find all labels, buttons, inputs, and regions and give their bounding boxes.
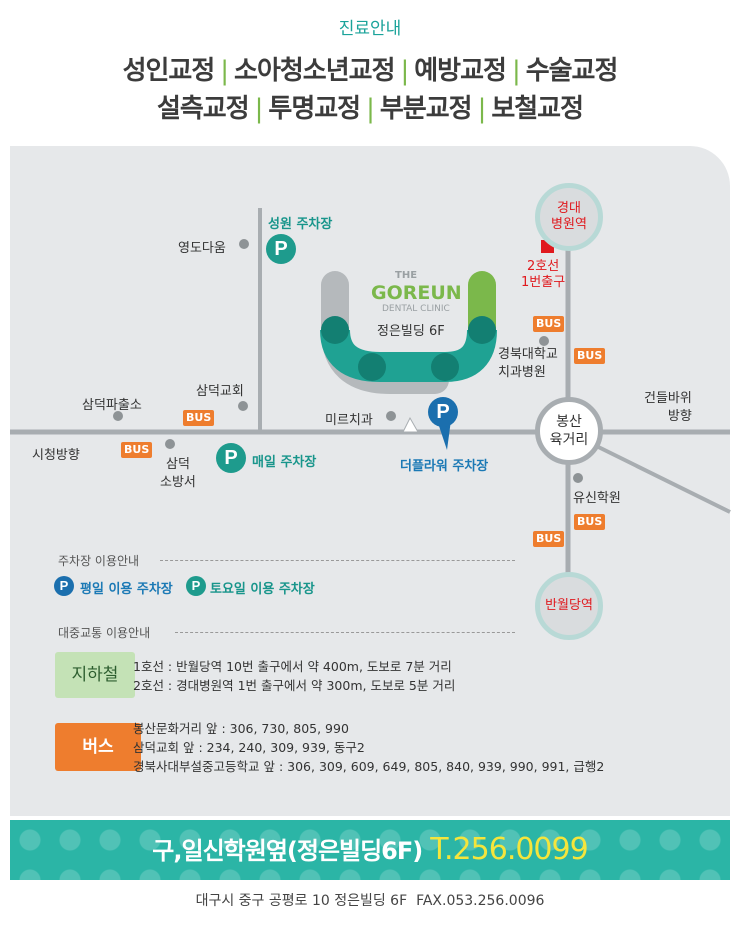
- bus-tag: 버스: [55, 723, 141, 771]
- service-item: 부분교정: [379, 94, 473, 124]
- transit-heading: 대중교통 이용안내: [58, 626, 151, 640]
- building-dot: [431, 353, 459, 381]
- place-label: 건들바위 방향: [644, 390, 692, 426]
- parking-icon: P: [54, 576, 74, 596]
- clinic-building-teal: [320, 328, 497, 382]
- bus-stop-badge: BUS: [574, 348, 606, 364]
- place-dot: [573, 473, 583, 483]
- service-item: 성인교정: [122, 56, 216, 86]
- footer-location: 구,일신학원옆(정은빌딩6F): [152, 837, 423, 865]
- building-dot: [321, 316, 349, 344]
- subway-line: 1호선 : 반월당역 10번 출구에서 약 400m, 도보로 7분 거리: [133, 659, 452, 674]
- intersection-label-line: 육거리: [549, 432, 589, 448]
- service-item: 소아청소년교정: [234, 56, 395, 86]
- separator: |: [366, 94, 375, 124]
- exit-label-line: 1번출구: [521, 275, 566, 290]
- building-dot: [468, 316, 496, 344]
- bus-line: 경북사대부설중고등학교 앞 : 306, 309, 609, 649, 805,…: [133, 759, 605, 774]
- banwoldang-station: 반월당역: [535, 572, 603, 640]
- station-label-line: 반월당역: [545, 598, 593, 613]
- bus-stop-badge: BUS: [121, 442, 153, 458]
- place-label-line: 치과병원: [498, 365, 546, 380]
- service-item: 투명교정: [268, 94, 361, 124]
- place-label: 영도다움: [178, 241, 226, 256]
- separator: |: [400, 56, 410, 86]
- seongwon-parking-label: 성원 주차장: [268, 217, 333, 232]
- station-label-line: 병원역: [551, 217, 587, 232]
- separator: |: [477, 94, 487, 124]
- place-label-line: 삼덕: [165, 457, 190, 472]
- bongsan-intersection: 봉산 육거리: [535, 397, 603, 465]
- place-dot: [165, 439, 175, 449]
- map-background: [10, 146, 730, 816]
- footer-phone[interactable]: T.256.0099: [430, 832, 588, 867]
- address-line: 대구시 중구 공평로 10 정은빌딩 6F FAX.053.256.0096: [0, 890, 740, 910]
- place-dot: [539, 336, 549, 346]
- parking-heading: 주차장 이용안내: [58, 554, 140, 568]
- separator: |: [511, 56, 521, 86]
- place-label-line: 방향: [667, 409, 692, 424]
- parking-icon: P: [216, 443, 246, 473]
- parking-icon: P: [186, 576, 206, 596]
- separator: |: [254, 94, 264, 124]
- bus-stop-badge: BUS: [574, 514, 606, 530]
- building-dot: [358, 353, 386, 381]
- place-label: 삼덕 소방서: [160, 456, 196, 492]
- place-label: 삼덕교회: [196, 384, 244, 399]
- station-label-line: 경대: [557, 201, 581, 216]
- subway-exit-label: 2호선 1번출구: [521, 259, 565, 291]
- subway-tag: 지하철: [55, 652, 135, 698]
- plaza-parking-label: 더플라워 주차장: [400, 459, 489, 474]
- address: 대구시 중구 공평로 10 정은빌딩 6F: [195, 893, 408, 909]
- exit-label-line: 2호선: [526, 259, 560, 274]
- bus-line: 봉산문화거리 앞 : 306, 730, 805, 990: [133, 721, 349, 736]
- service-item: 보철교정: [491, 94, 584, 124]
- gyeongdae-station: 경대 병원역: [535, 183, 603, 251]
- logo-sub: DENTAL CLINIC: [382, 304, 450, 314]
- footer-contact: 구,일신학원옆(정은빌딩6F)T.256.0099: [10, 820, 730, 880]
- fax: FAX.053.256.0096: [416, 893, 545, 909]
- logo-name: GOREUN: [371, 282, 462, 304]
- intersection-label-line: 봉산: [556, 414, 582, 430]
- place-dot: [238, 401, 248, 411]
- service-item: 수술교정: [525, 56, 619, 86]
- subway-info: 1호선 : 반월당역 10번 출구에서 약 400m, 도보로 7분 거리 2호…: [133, 657, 455, 695]
- place-label-line: 경북대학교: [498, 347, 558, 362]
- saturday-parking-legend: 토요일 이용 주차장: [210, 582, 315, 597]
- place-dot: [239, 239, 249, 249]
- bus-stop-badge: BUS: [533, 531, 565, 547]
- pin-tail: [437, 420, 451, 450]
- parking-icon: P: [266, 234, 296, 264]
- service-item: 설측교정: [156, 94, 250, 124]
- bus-line: 삼덕교회 앞 : 234, 240, 309, 939, 동구2: [133, 740, 365, 755]
- place-label-line: 소방서: [160, 475, 196, 490]
- service-item: 예방교정: [414, 56, 507, 86]
- section-title: 진료안내: [338, 19, 402, 39]
- subway-line: 2호선 : 경대병원역 1번 출구에서 약 300m, 도보로 5분 거리: [133, 678, 456, 693]
- separator: |: [220, 56, 229, 86]
- maeil-parking-label: 매일 주차장: [252, 455, 317, 470]
- services-row-1: 성인교정|소아청소년교정|예방교정|수술교정: [0, 50, 740, 87]
- bus-info: 봉산문화거리 앞 : 306, 730, 805, 990 삼덕교회 앞 : 2…: [133, 719, 604, 776]
- services-row-2: 설측교정|투명교정|부분교정|보철교정: [0, 88, 740, 125]
- place-dot: [386, 411, 396, 421]
- place-label-line: 건들바위: [644, 391, 692, 406]
- footer-band: [10, 820, 730, 880]
- bus-stop-badge: BUS: [183, 410, 215, 426]
- logo-the: THE: [395, 270, 418, 281]
- weekday-parking-legend: 평일 이용 주차장: [80, 582, 173, 597]
- place-label: 유신학원: [573, 491, 621, 506]
- place-label: 삼덕파출소: [82, 398, 142, 413]
- parking-icon: P: [428, 397, 458, 427]
- divider: [175, 632, 515, 633]
- entrance-marker: [402, 416, 419, 433]
- bus-stop-badge: BUS: [533, 316, 565, 332]
- divider: [160, 560, 515, 561]
- place-label: 시청방향: [32, 448, 80, 463]
- place-label: 미르치과: [325, 413, 373, 428]
- building-label: 정은빌딩 6F: [377, 324, 445, 339]
- place-dot: [113, 411, 123, 421]
- place-label: 경북대학교 치과병원: [498, 346, 558, 382]
